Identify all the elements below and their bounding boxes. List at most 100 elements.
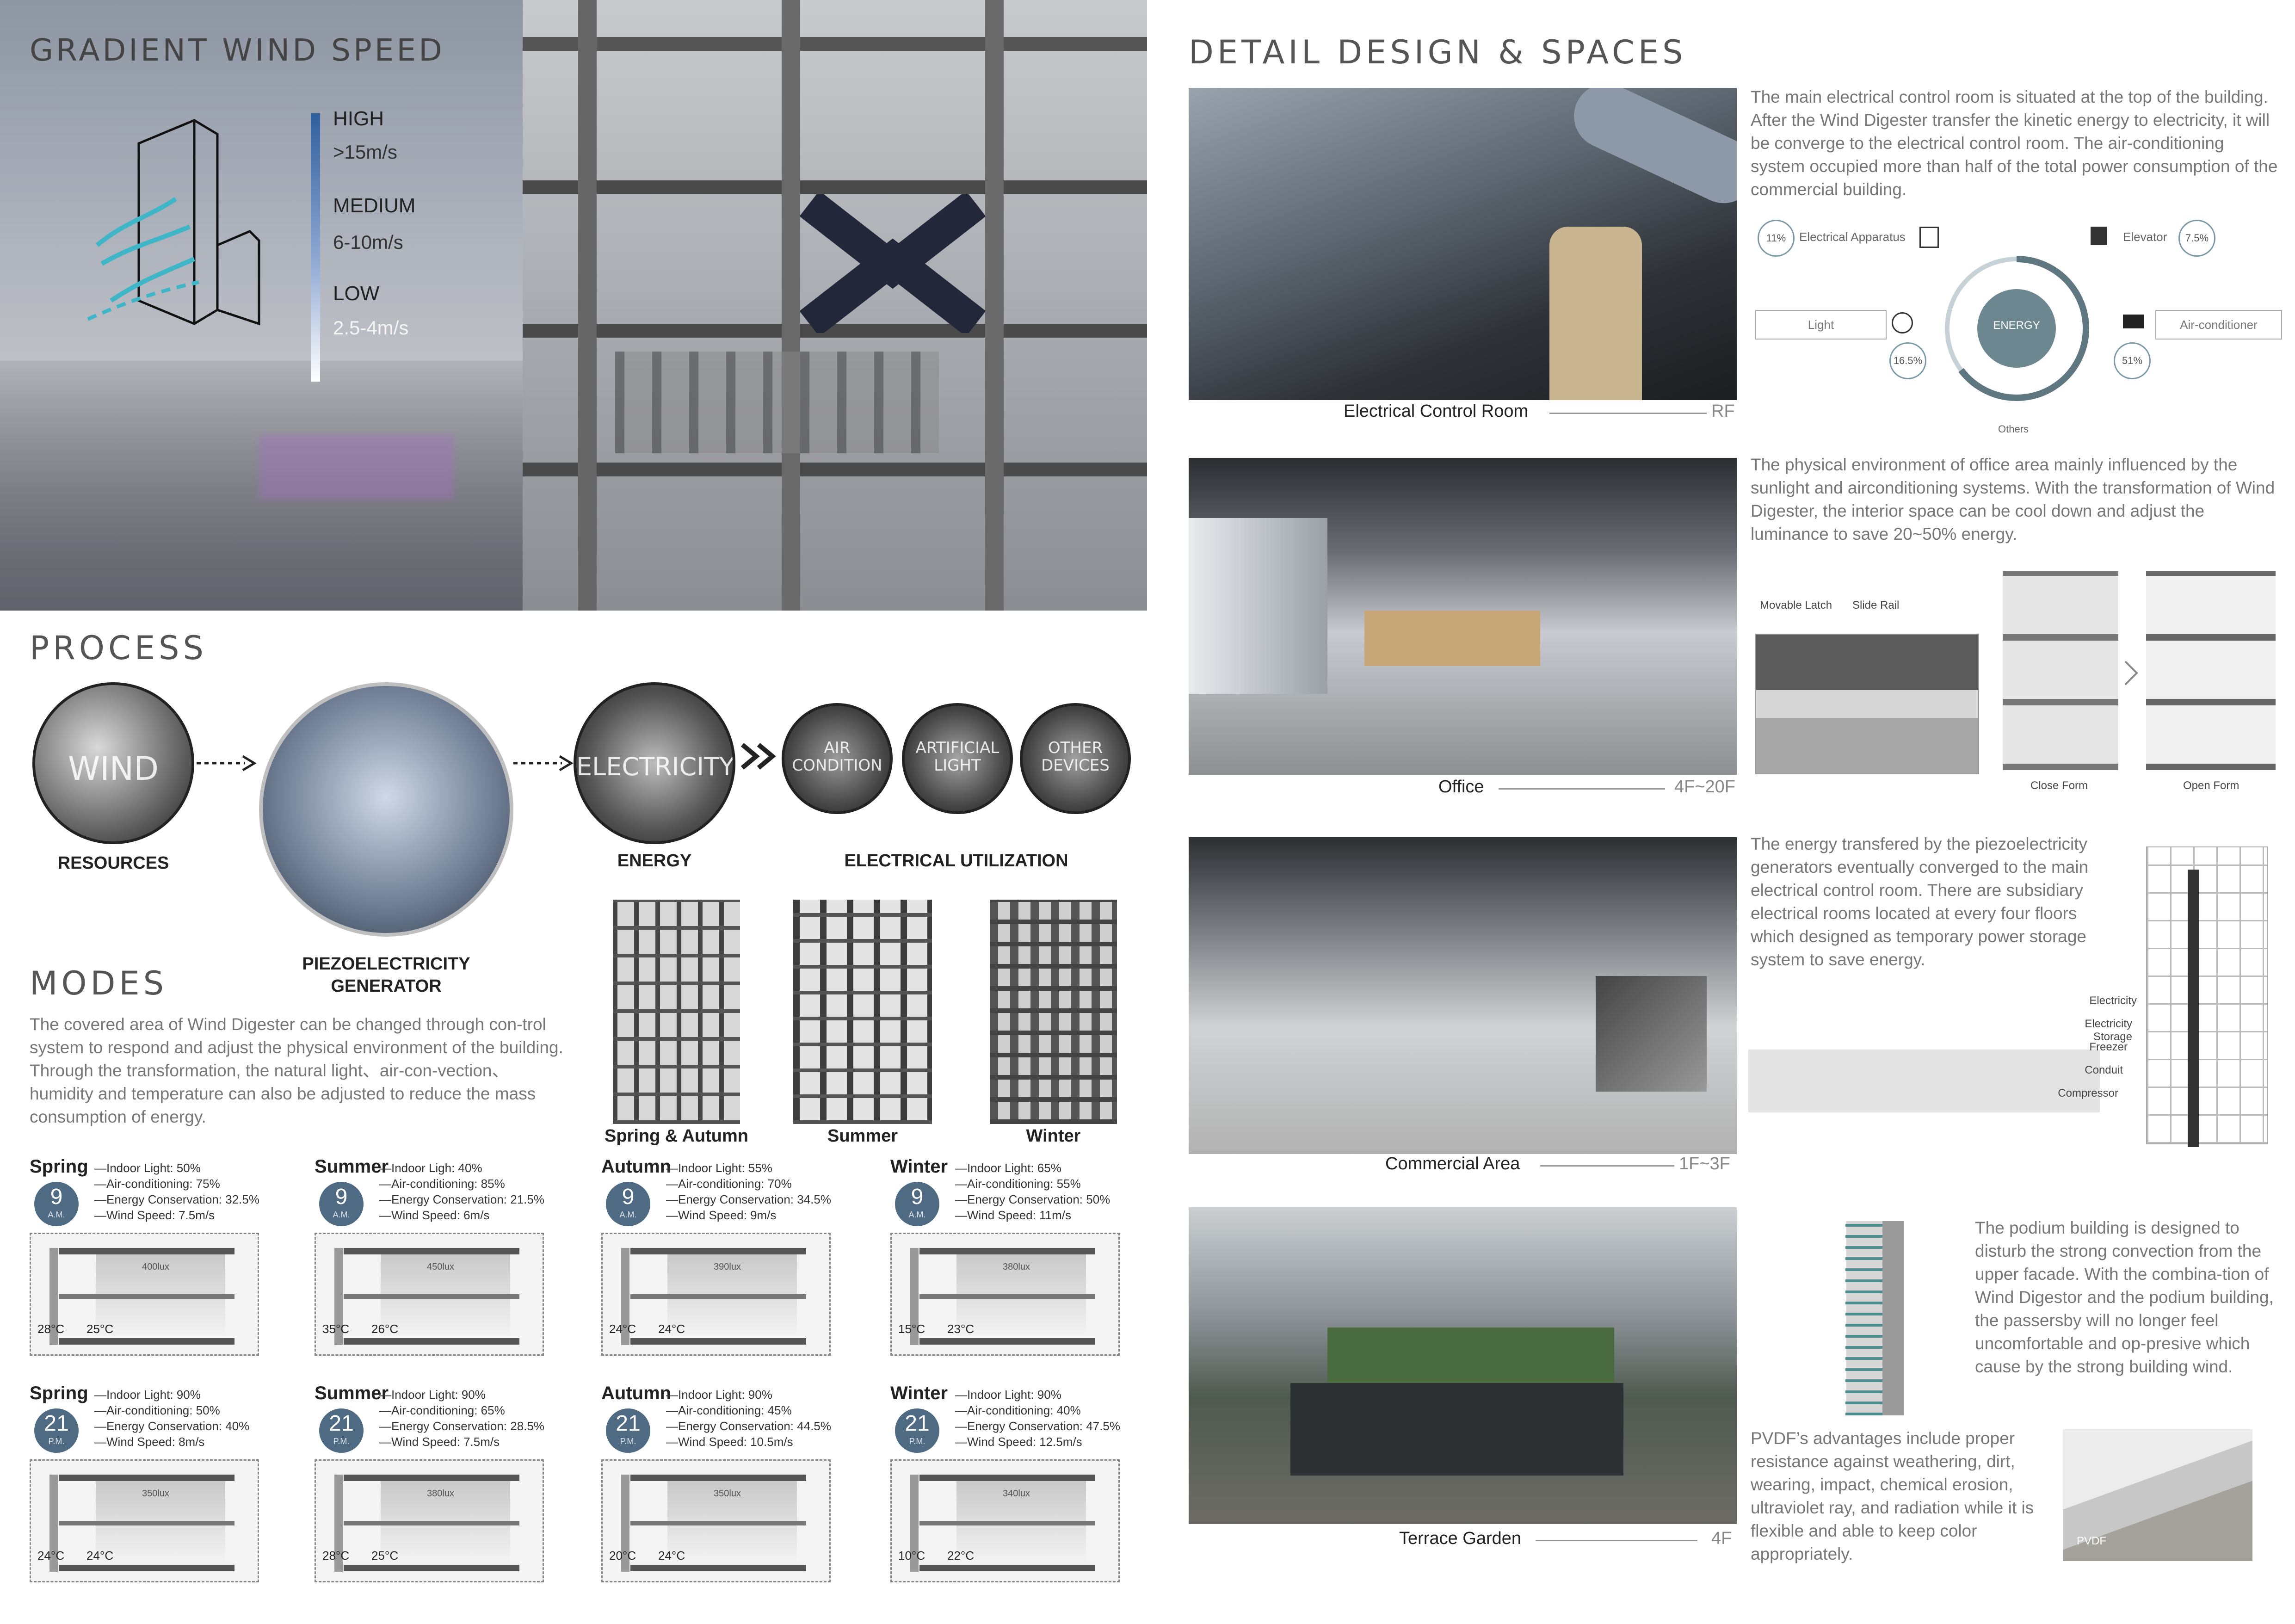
season-stat-line: —Wind Speed: 11m/s [955,1208,1071,1222]
season-stats: —Indoor Light: 90%—Air-conditioning: 45%… [666,1387,831,1450]
temp-outdoor: 20°C [609,1549,636,1562]
piezo-line: PIEZOELECTRICITY GENERATOR [302,954,470,996]
section-light-cone [956,1254,1086,1338]
pattern-summer [793,900,932,1124]
piezo-generator-label: PIEZOELECTRICITY GENERATOR [259,953,513,997]
energy-label: ENERGY [617,851,692,871]
label-slide-rail: Slide Rail [1852,599,1900,611]
resources-label: RESOURCES [57,853,169,873]
artificial-light-circle: ARTIFICIAL LIGHT [902,703,1013,814]
caption-electrical-control-room: Electrical Control Room [1344,401,1529,421]
season-stats: —Indoor Light: 65%—Air-conditioning: 55%… [955,1160,1110,1223]
electrical-icon [1919,227,1939,248]
section-facade [49,1248,58,1345]
floor-rf: RF [1711,401,1735,421]
time-number: 21 [905,1411,930,1436]
wind-medium-label: MEDIUM [333,194,416,217]
air-conditioner-icon [2123,315,2144,328]
season-stats: —Indoor Light: 50%—Air-conditioning: 75%… [94,1160,259,1223]
pattern-spring-autumn [613,900,740,1124]
season-stat-line: —Air-conditioning: 70% [666,1177,792,1191]
section-slab-bottom [919,1338,1095,1345]
commercial-area-photo [1189,837,1737,1154]
time-ampm: A.M. [619,1210,637,1219]
pct-air: 51% [2114,342,2151,379]
time-ampm: P.M. [333,1437,350,1446]
caption-office: Office [1438,777,1484,797]
wind-medium-value: 6-10m/s [333,231,403,253]
season-name: Summer [315,1156,389,1177]
season-stat-line: —Energy Conservation: 40% [94,1419,250,1433]
energy-ring-diagram [1945,256,2089,401]
storage-isometric-drawing [1748,994,2100,1152]
season-name: Winter [890,1156,948,1177]
other-devices-text: OTHER DEVICES [1041,739,1110,775]
season-stat-line: —Wind Speed: 7.5m/s [94,1208,215,1222]
terrace-text: The podium building is designed to distu… [1975,1218,2274,1376]
pattern-label-spring-autumn: Spring & Autumn [605,1126,748,1146]
temp-outdoor: 24°C [37,1549,65,1562]
section-slab-mid [344,1521,519,1525]
section-light-cone [96,1481,225,1564]
section-slab-top [919,1248,1095,1254]
season-stat-line: —Air-conditioning: 65% [379,1403,505,1417]
floor-4f: 4F [1711,1529,1732,1548]
season-stat-line: —Wind Speed: 6m/s [379,1208,490,1222]
time-number: 9 [50,1185,63,1209]
temp-indoor: 22°C [947,1549,975,1562]
section-facade [910,1248,919,1345]
time-number: 9 [911,1185,924,1209]
wind-low-label: LOW [333,282,380,305]
caption-line-1 [1549,413,1707,414]
season-stat-line: —Indoor Light: 65% [955,1161,1061,1175]
time-ampm: P.M. [48,1437,65,1446]
wind-circle-text: WIND [68,750,159,788]
season-name: Summer [315,1383,389,1403]
pct-electrical: 11% [1758,220,1795,257]
time-ampm: P.M. [909,1437,925,1446]
lux-label: 380lux [427,1488,454,1499]
season-stat-line: —Air-conditioning: 50% [94,1403,220,1417]
section-slab-top [344,1248,519,1254]
storage-label: Freezer [2089,1041,2128,1053]
season-stat-line: —Energy Conservation: 34.5% [666,1192,831,1206]
storage-label: Electricity [2089,994,2137,1007]
section-light-cone [956,1481,1086,1564]
season-stat-line: —Air-conditioning: 45% [666,1403,792,1417]
electrical-utilization-label: ELECTRICAL UTILIZATION [844,851,1068,871]
season-stat-line: —Energy Conservation: 47.5% [955,1419,1120,1433]
caption-line-2 [1499,788,1665,790]
lux-label: 350lux [142,1488,169,1499]
office-text: The physical environment of office area … [1751,455,2275,543]
time-ampm: P.M. [620,1437,636,1446]
wind-circle: WIND [32,682,194,844]
caption-commercial-area: Commercial Area [1385,1154,1520,1173]
time-ampm: A.M. [48,1210,65,1219]
season-stats: —Indoor Light: 90%—Air-conditioning: 40%… [955,1387,1120,1450]
modes-description: The covered area of Wind Digester can be… [30,1015,563,1126]
season-name: Winter [890,1383,948,1403]
pattern-winter [990,900,1117,1124]
wind-high-value: >15m/s [333,141,397,163]
section-slab-mid [59,1294,234,1299]
air-condition-circle: AIR CONDITION [782,703,893,814]
temp-outdoor: 15°C [898,1322,925,1336]
section-slab-bottom [59,1565,234,1571]
section-slab-top [344,1475,519,1481]
wind-low-value: 2.5-4m/s [333,317,409,339]
gradient-wind-title: GRADIENT WIND SPEED [30,32,445,68]
season-stat-line: —Indoor Light: 50% [94,1161,201,1175]
section-facade [49,1475,58,1572]
tower-wind-icon [87,119,260,326]
terrace-garden-photo [1189,1207,1737,1524]
label-light-text: Light [1808,318,1834,332]
section-facade [334,1248,343,1345]
season-stat-line: —Wind Speed: 10.5m/s [666,1435,793,1449]
lux-label: 380lux [1003,1262,1030,1272]
season-stat-line: —Energy Conservation: 28.5% [379,1419,544,1433]
